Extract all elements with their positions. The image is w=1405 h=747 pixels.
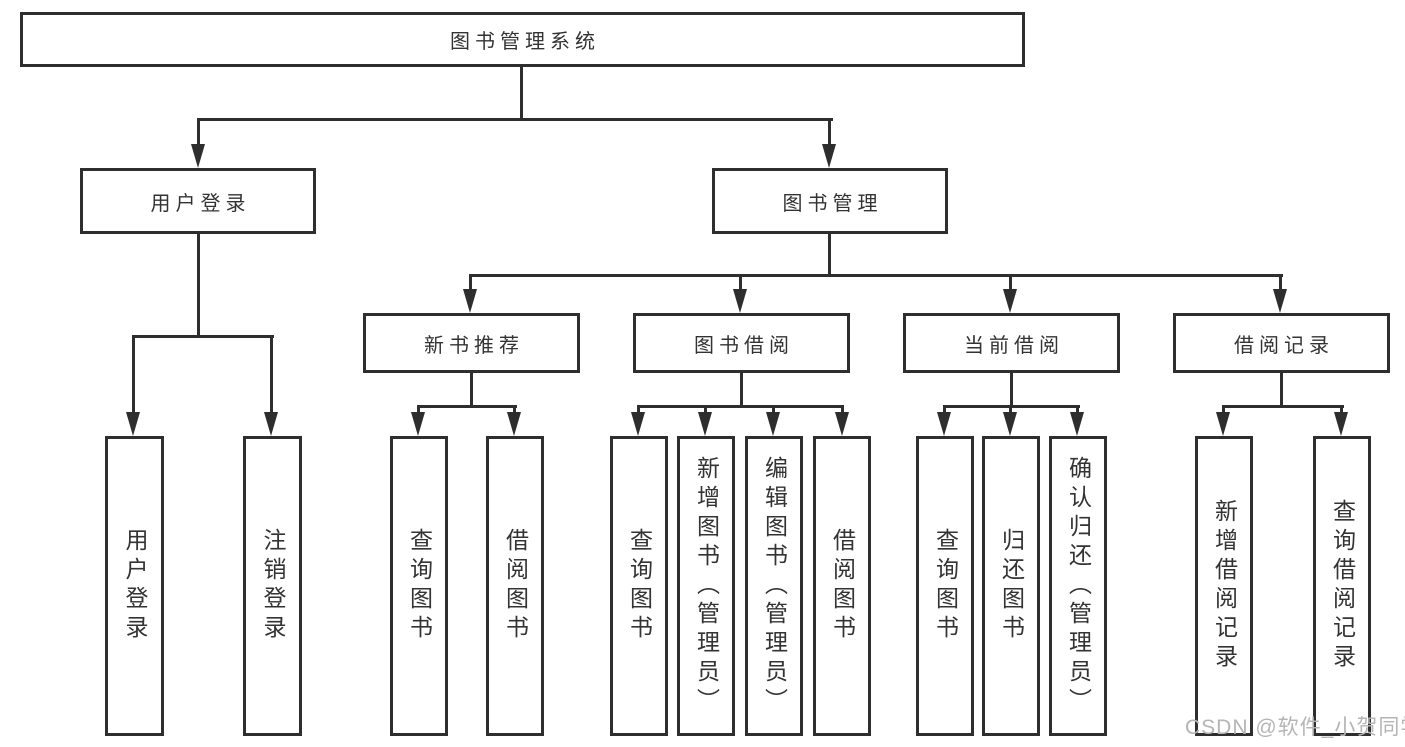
arrow-down-icon (835, 405, 849, 436)
arrow-down-icon (191, 118, 205, 168)
connector-book-borrow-stem (740, 373, 743, 405)
leaf-return-books: 归还图书 (982, 436, 1040, 736)
node-library-management-system: 图书管理系统 (20, 12, 1025, 67)
connector-root-rail (197, 118, 833, 121)
arrow-down-icon (733, 274, 747, 313)
arrow-down-icon (1216, 405, 1230, 436)
arrow-down-icon (698, 405, 712, 436)
connector-new-book-stem (470, 373, 473, 405)
connector-borrow-records-rail (1222, 405, 1344, 408)
arrow-down-icon (463, 274, 477, 313)
node-book-borrow: 图书借阅 (633, 313, 850, 373)
leaf-query-books: 查询图书 (916, 436, 974, 736)
leaf-query-borrow-record: 查询借阅记录 (1313, 436, 1371, 736)
leaf-edit-books-admin: 编辑图书（管理员） (745, 436, 803, 736)
leaf-add-books-admin: 新增图书（管理员） (677, 436, 735, 736)
leaf-confirm-return-admin: 确认归还（管理员） (1049, 436, 1107, 736)
connector-book-borrow-rail (637, 405, 844, 408)
arrow-down-icon (126, 335, 140, 436)
arrow-down-icon (507, 405, 521, 436)
leaf-add-borrow-record: 新增借阅记录 (1195, 436, 1253, 736)
arrow-down-icon (822, 118, 836, 168)
arrow-down-icon (1070, 405, 1084, 436)
leaf-borrow-books: 借阅图书 (486, 436, 544, 736)
connector-book-mgmt-stem (828, 234, 831, 274)
connector-book-mgmt-rail (470, 274, 1283, 277)
connector-root-stem (520, 67, 523, 118)
arrow-down-icon (937, 405, 951, 436)
node-new-book-recommend: 新书推荐 (363, 313, 580, 373)
node-user-login: 用户登录 (80, 168, 316, 234)
arrow-down-icon (1334, 405, 1348, 436)
leaf-query-books: 查询图书 (390, 436, 448, 736)
node-borrow-records: 借阅记录 (1173, 313, 1390, 373)
node-current-borrow: 当前借阅 (903, 313, 1120, 373)
csdn-watermark: CSDN @软件_小贺同学 (1185, 716, 1405, 739)
node-book-management: 图书管理 (712, 168, 948, 234)
leaf-user-login: 用户登录 (105, 436, 164, 736)
arrow-down-icon (1003, 274, 1017, 313)
connector-user-login-stem (197, 234, 200, 335)
leaf-borrow-books: 借阅图书 (813, 436, 871, 736)
connector-current-borrow-stem (1010, 373, 1013, 405)
arrow-down-icon (1273, 274, 1287, 313)
arrow-down-icon (411, 405, 425, 436)
leaf-logout: 注销登录 (243, 436, 302, 736)
connector-borrow-records-stem (1280, 373, 1283, 405)
connector-new-book-rail (417, 405, 517, 408)
arrow-down-icon (766, 405, 780, 436)
arrow-down-icon (264, 335, 278, 436)
connector-user-login-rail (132, 335, 274, 338)
arrow-down-icon (631, 405, 645, 436)
leaf-query-books: 查询图书 (610, 436, 668, 736)
arrow-down-icon (1003, 405, 1017, 436)
